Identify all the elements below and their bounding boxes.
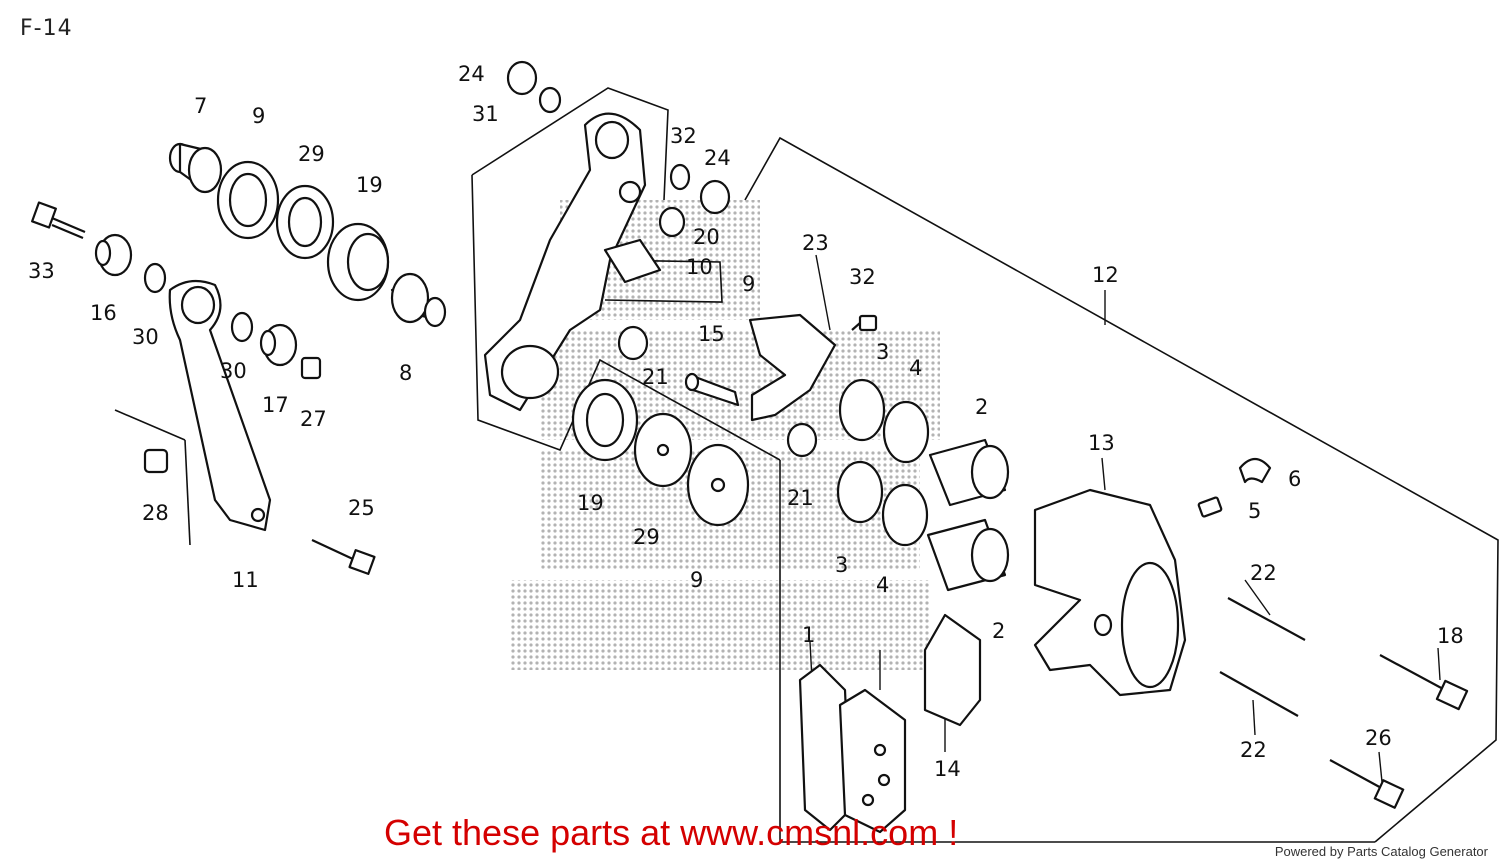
seal-4-lower[interactable] [881,483,929,547]
callout-33: 33 [28,259,55,283]
seal-9-upper[interactable] [216,160,280,240]
link-arm-16[interactable] [168,279,272,532]
bearing-19-lower[interactable] [571,378,639,462]
nut-27[interactable] [300,356,322,380]
bolt-25[interactable] [311,539,376,575]
assembly-frame-lines [114,87,1499,843]
callout-28: 28 [142,501,169,525]
callout-9-lower: 9 [690,568,703,592]
seal-4-upper[interactable] [882,400,930,464]
callout-26: 26 [1365,726,1392,750]
cap-6[interactable] [1238,457,1272,484]
callout-29-lower: 29 [633,525,660,549]
washer-31-upper[interactable] [538,86,562,114]
callout-32: 32 [849,265,876,289]
bolt-33[interactable] [31,201,86,240]
callout-11: 13 [1088,431,1115,455]
callout-25: 25 [348,496,375,520]
callout-21-lower: 21 [787,486,814,510]
oring-30-upper[interactable] [143,262,167,294]
bracket-plate-23[interactable] [748,313,837,422]
callout-31-lower: 32 [670,124,697,148]
callout-4-lower: 4 [876,573,889,597]
nut-24-upper[interactable] [506,60,538,96]
bleeder-5[interactable] [1197,496,1223,518]
callout-1: 1 [802,623,815,647]
pin-14[interactable] [684,372,740,407]
callout-3-upper: 3 [876,340,889,364]
bearing-19-upper[interactable] [326,222,390,302]
callout-8: 8 [399,361,412,385]
callout-24-upper: 24 [458,62,485,86]
seal-3-upper[interactable] [838,378,886,442]
pin-22-upper[interactable] [1227,597,1306,641]
piston-2-upper[interactable] [928,438,1010,507]
callout-27: 27 [300,407,327,431]
bolt-26[interactable] [1329,759,1405,809]
washer-31-lower[interactable] [669,163,691,191]
callout-7: 7 [194,94,207,118]
callout-31-upper: 31 [472,102,499,126]
brake-pad-1-rear[interactable] [838,688,907,834]
callout-20: 20 [693,225,720,249]
seal-3-lower[interactable] [836,460,884,524]
callout-18: 18 [1437,624,1464,648]
callout-22-upper: 22 [1250,561,1277,585]
nut-24-lower[interactable] [699,179,731,215]
promo-link[interactable]: Get these parts at www.cmsnl.com ! [384,812,959,853]
callout-30-lower: 30 [220,359,247,383]
callout-17-left: 16 [90,301,117,325]
callout-2-lower: 2 [992,619,1005,643]
bushing-21-upper[interactable] [617,325,649,361]
bushing-17-left[interactable] [94,233,133,277]
powered-by-footer: Powered by Parts Catalog Generator [1274,844,1488,859]
seal-29-lower[interactable] [633,412,693,488]
callout-23: 23 [802,231,829,255]
callout-2-upper: 2 [975,395,988,419]
callout-17-right: 17 [262,393,289,417]
caliper-body-11[interactable] [1033,488,1187,697]
callout-3-lower: 3 [835,553,848,577]
nut-28[interactable] [143,448,169,474]
callout-4-upper: 4 [909,356,922,380]
callout-21-upper: 21 [642,365,669,389]
bushing-17-right[interactable] [259,323,298,367]
callout-10: 12 [1092,263,1119,287]
collar-7[interactable] [168,142,223,194]
bushing-21-lower[interactable] [786,422,818,458]
bushing-20[interactable] [658,206,686,238]
callout-15: 10 [686,255,713,279]
callout-14: 15 [698,322,725,346]
callout-12: 14 [934,757,961,781]
callout-30-upper: 30 [132,325,159,349]
piston-2-lower[interactable] [926,518,1010,592]
page-title: F-14 [20,16,73,41]
bolt-32[interactable] [851,314,878,332]
caliper-bracket-13[interactable] [483,112,647,412]
sleeve-8[interactable] [390,272,447,328]
callout-29-upper: 29 [298,142,325,166]
callout-9-upper: 9 [252,104,265,128]
bolt-18[interactable] [1379,654,1469,711]
seal-9-lower[interactable] [686,443,750,527]
callout-19-upper: 19 [356,173,383,197]
callout-19-lower: 19 [577,491,604,515]
callout-labels: 7 9 29 19 33 16 30 30 17 27 8 28 11 25 2… [28,62,1464,781]
callout-6: 6 [1288,467,1301,491]
callout-22-lower: 22 [1240,738,1267,762]
callout-13: 9 [742,272,755,296]
callout-5: 5 [1248,499,1261,523]
callout-24-lower: 24 [704,146,731,170]
clip-15[interactable] [603,238,662,284]
seal-29-upper[interactable] [275,184,335,260]
oring-30-lower[interactable] [230,311,254,343]
pin-22-lower[interactable] [1219,671,1299,717]
pad-spring-12[interactable] [923,613,982,727]
callout-16: 11 [232,568,259,592]
